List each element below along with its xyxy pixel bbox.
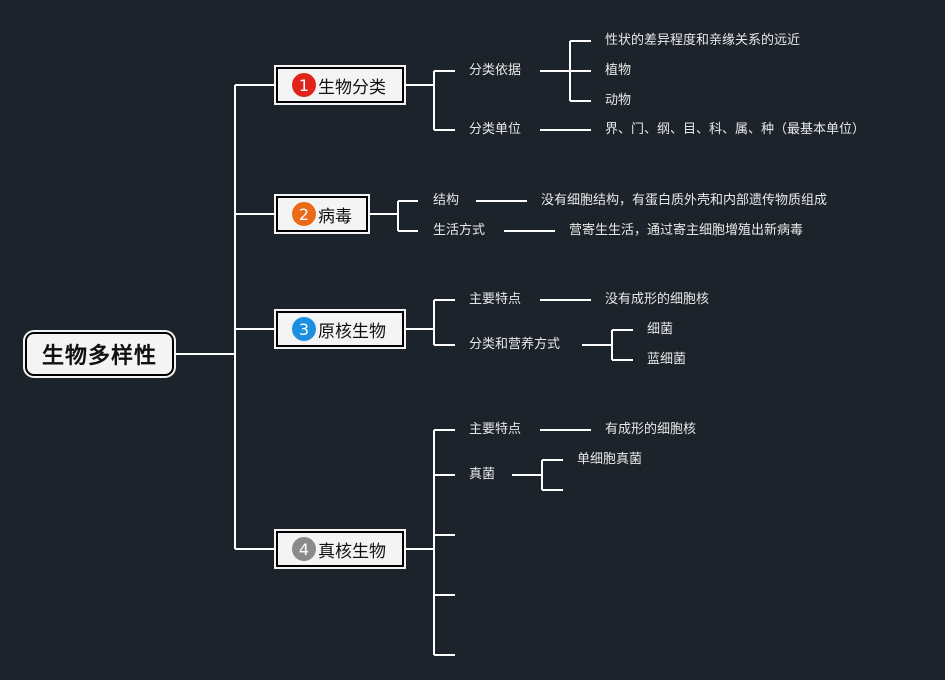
b1-unit-label: 分类单位: [469, 122, 522, 137]
b2-structure-item-1: 没有细胞结构，有蛋白质外壳和内部遗传物质组成: [541, 193, 828, 208]
branch-node-4[interactable]: 4 真核生物: [276, 531, 404, 567]
b1-basis-connector: [540, 40, 591, 102]
b1-basis-item-1: 性状的差异程度和亲缘关系的远近: [605, 33, 801, 48]
branch-label-1: 生物分类: [318, 77, 386, 98]
b1-basis-label: 分类依据: [469, 63, 522, 78]
b4-fungi-item-1: 单细胞真菌: [577, 452, 643, 467]
number-badge-1: 1: [292, 73, 316, 97]
branch-label-3: 原核生物: [318, 321, 386, 342]
b1-connector: [404, 70, 455, 131]
branch-node-1[interactable]: 1 生物分类: [276, 67, 404, 103]
b3-type-item-1: 细菌: [647, 322, 674, 337]
b1-unit-item-1: 界、门、纲、目、科、属、种（最基本单位）: [605, 122, 866, 137]
number-badge-3: 3: [292, 317, 316, 341]
root-label: 生物多样性: [41, 344, 157, 369]
b3-type-connector: [582, 329, 633, 361]
branch-node-3[interactable]: 3 原核生物: [276, 311, 404, 347]
b1-basis-item-2: 植物: [605, 63, 632, 78]
b2-life-label: 生活方式: [433, 223, 486, 238]
number-badge-2: 2: [292, 202, 316, 226]
branch-label-4: 真核生物: [318, 541, 386, 562]
b4-fungi-label: 真菌: [469, 467, 496, 482]
b3-type-label: 分类和营养方式: [469, 337, 561, 352]
branch-node-2[interactable]: 2 病毒: [276, 196, 368, 232]
b2-connector: [368, 200, 418, 232]
b2-structure-label: 结构: [433, 193, 460, 208]
b4-feature-label: 主要特点: [469, 422, 522, 437]
b4-feature-item-1: 有成形的细胞核: [605, 422, 697, 437]
b4-connector: [404, 429, 455, 656]
b4-fungi-connector: [512, 459, 563, 491]
b2-life-item-1: 营寄生生活，通过寄主细胞增殖出新病毒: [569, 223, 804, 238]
number-badge-4: 4: [292, 537, 316, 561]
b3-feature-item-1: 没有成形的细胞核: [605, 292, 710, 307]
b1-basis-item-3: 动物: [605, 93, 632, 108]
b3-type-item-2: 蓝细菌: [647, 352, 687, 367]
b3-feature-label: 主要特点: [469, 292, 522, 307]
root-node[interactable]: 生物多样性: [25, 332, 174, 376]
b3-connector: [404, 299, 455, 346]
branch-label-2: 病毒: [318, 206, 352, 227]
